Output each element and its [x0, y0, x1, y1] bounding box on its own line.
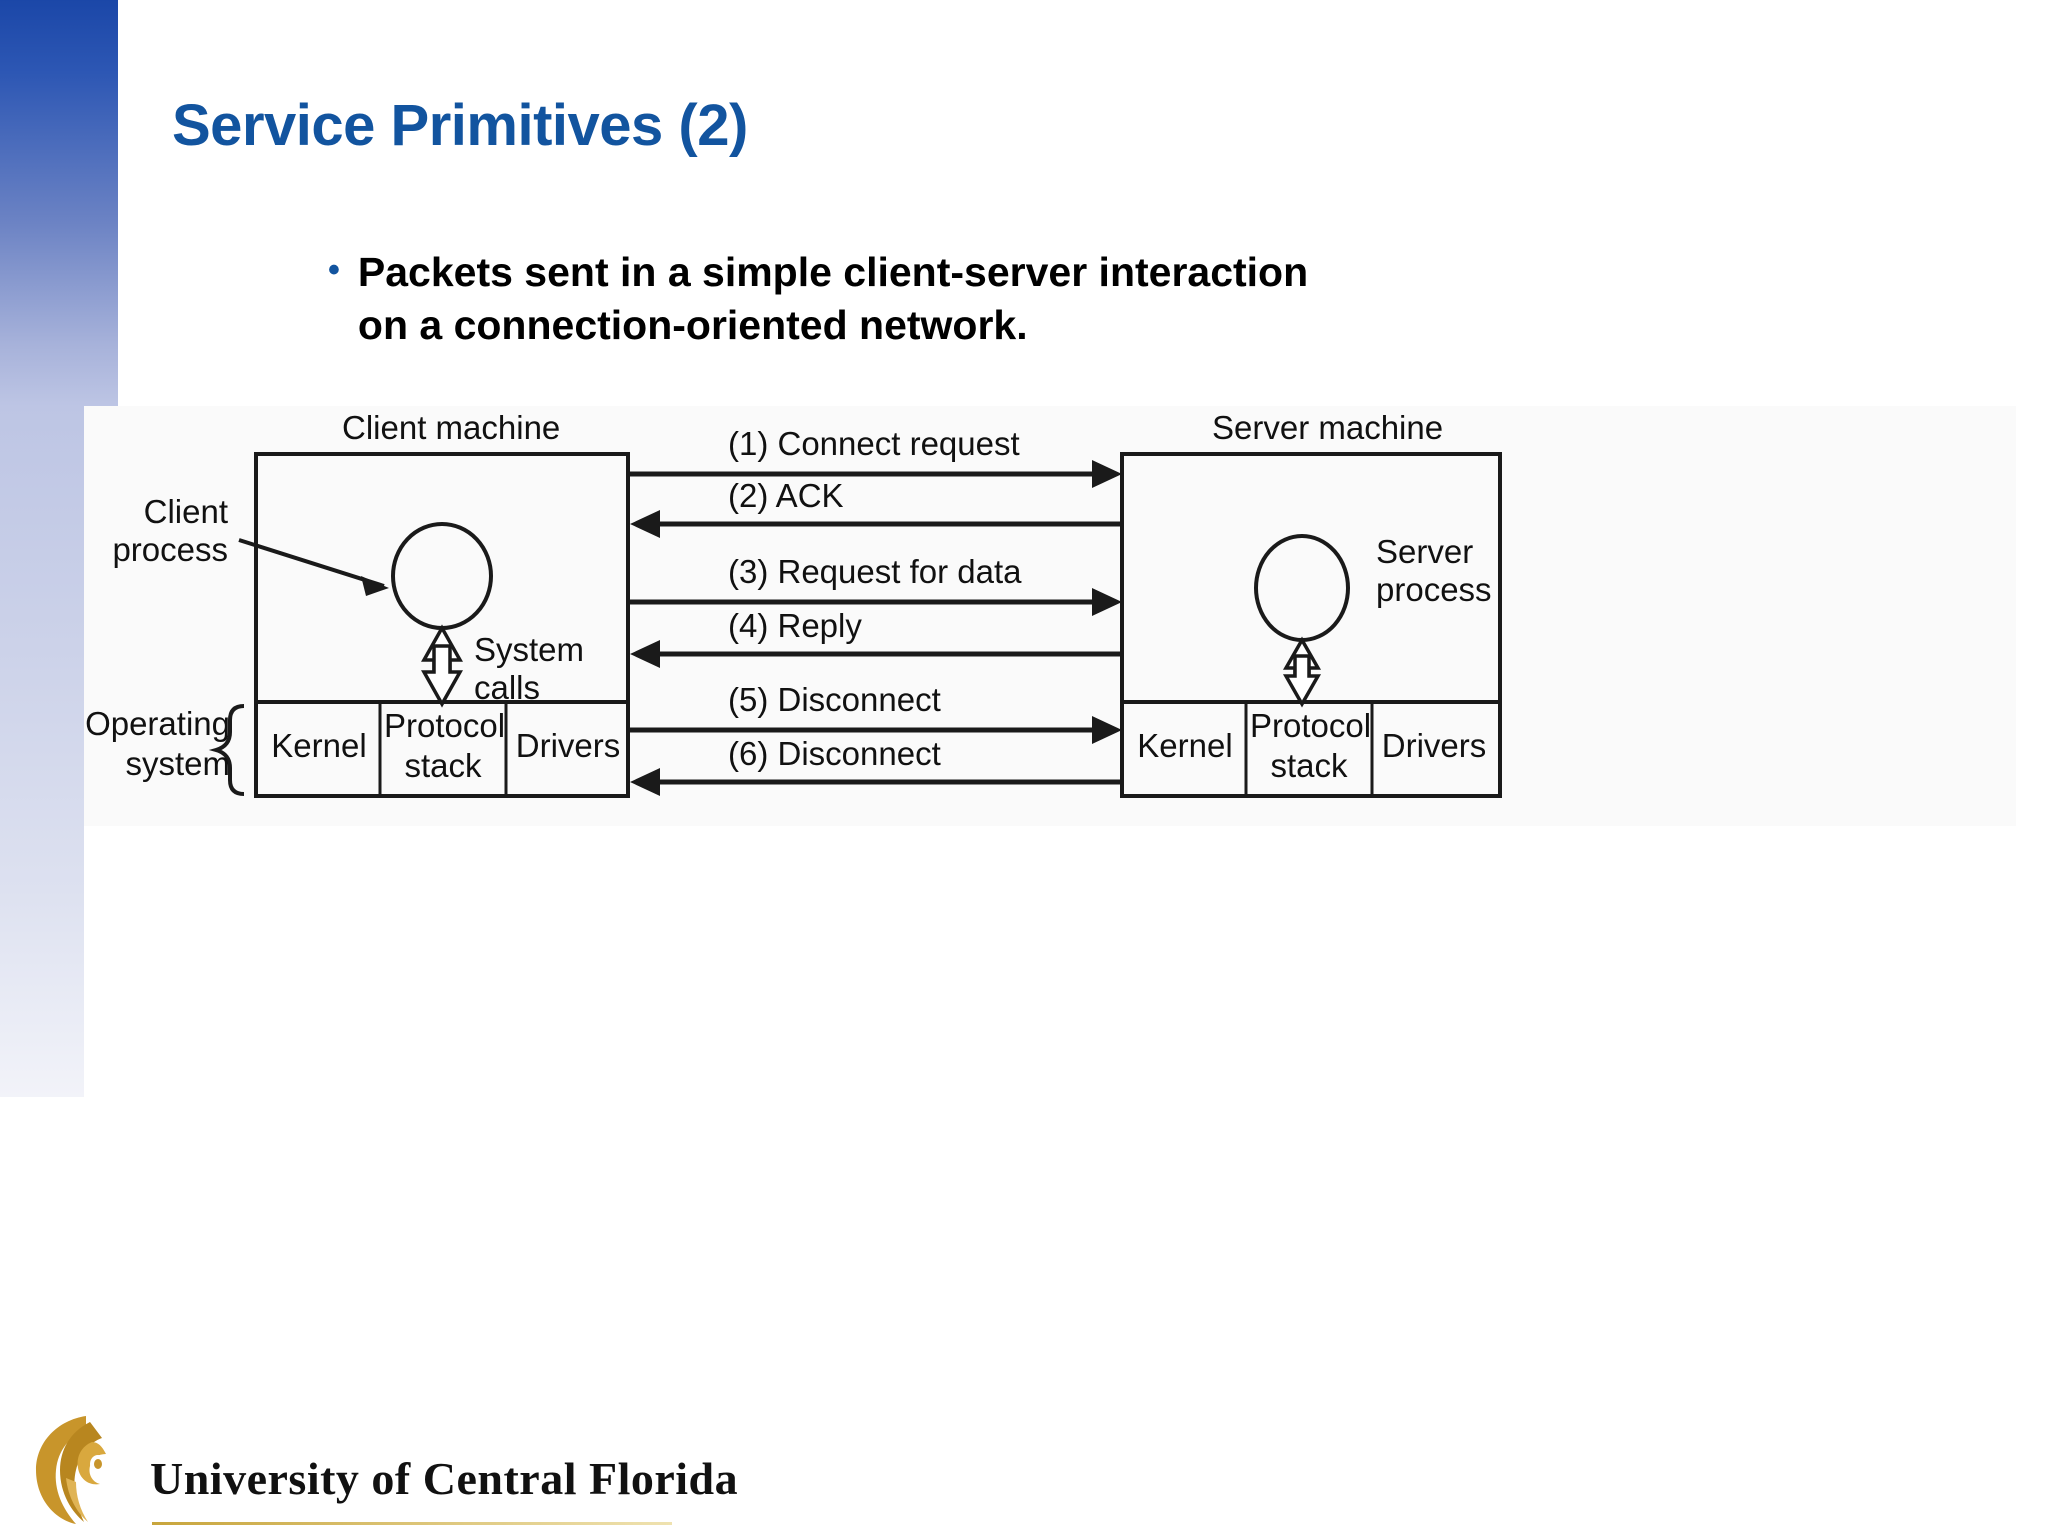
list-item: • Packets sent in a simple client-server…	[328, 246, 1448, 353]
message-arrow-3-head	[1092, 588, 1122, 616]
bullet-text: Packets sent in a simple client-server i…	[358, 246, 1448, 353]
server-layer-protocol-line2: stack	[1270, 747, 1348, 784]
client-process-label-line2: process	[112, 531, 228, 568]
operating-system-label-line2: system	[125, 745, 230, 782]
diagram-canvas	[208, 452, 1502, 798]
client-machine-box	[254, 452, 630, 798]
client-layer-protocol-line1: Protocol	[384, 707, 506, 744]
client-process-leader-arrowhead	[361, 576, 389, 596]
system-calls-double-arrow-icon	[421, 624, 463, 708]
system-calls-label-line2: calls	[474, 669, 541, 706]
message-arrow-2-head	[630, 510, 660, 538]
bullet-dot-icon: •	[328, 251, 340, 289]
message-arrow-5-head	[1092, 716, 1122, 744]
server-layer-protocol-line1: Protocol	[1250, 707, 1372, 744]
accent-bar-top	[0, 0, 118, 406]
accent-bar-bottom	[0, 406, 84, 1097]
client-process-circle	[391, 522, 493, 630]
server-process-circle	[1254, 534, 1350, 642]
server-machine-box	[1120, 452, 1502, 798]
message-label-1: (1) Connect request	[728, 425, 1020, 462]
client-layer-kernel: Kernel	[271, 727, 367, 764]
message-label-3: (3) Request for data	[728, 553, 1022, 590]
system-calls-label-line1: System	[474, 631, 585, 668]
footer-rule	[152, 1522, 672, 1525]
operating-system-label-line1: Operating	[85, 705, 230, 742]
message-arrow-1-head	[1092, 460, 1122, 488]
ucf-wordmark: University of Central Florida	[150, 1453, 739, 1504]
server-process-label-line2: process	[1376, 571, 1492, 608]
client-layer-protocol-line2: stack	[404, 747, 482, 784]
operating-system-brace	[208, 704, 245, 796]
message-label-5: (5) Disconnect	[728, 681, 941, 718]
message-arrow-4-head	[630, 640, 660, 668]
client-process-label-line1: Client	[143, 493, 228, 530]
server-machine-label: Server machine	[1212, 409, 1444, 446]
server-process-label-line1: Server	[1376, 533, 1474, 570]
client-layer-drivers: Drivers	[515, 727, 621, 764]
bullet-line-1: Packets sent in a simple client-server i…	[357, 249, 1309, 295]
server-layer-drivers: Drivers	[1381, 727, 1487, 764]
server-layer-kernel: Kernel	[1137, 727, 1233, 764]
message-arrow-6-head	[630, 768, 660, 796]
client-server-interaction-diagram: Client machine Client process System cal…	[84, 406, 2016, 826]
page-title: Service Primitives (2)	[172, 93, 748, 158]
client-process-leader-line	[238, 538, 385, 588]
message-label-6: (6) Disconnect	[728, 735, 941, 772]
message-label-2: (2) ACK	[728, 477, 844, 514]
slide-footer: University of Central Florida	[0, 1398, 2048, 1536]
bullet-list: • Packets sent in a simple client-server…	[328, 246, 1448, 353]
ucf-pegasus-logo-icon	[36, 1416, 106, 1524]
server-syscall-double-arrow-icon	[1282, 636, 1322, 708]
message-label-4: (4) Reply	[728, 607, 862, 644]
client-machine-label: Client machine	[342, 409, 561, 446]
bullet-line-2: on a connection-oriented network.	[357, 302, 1028, 349]
